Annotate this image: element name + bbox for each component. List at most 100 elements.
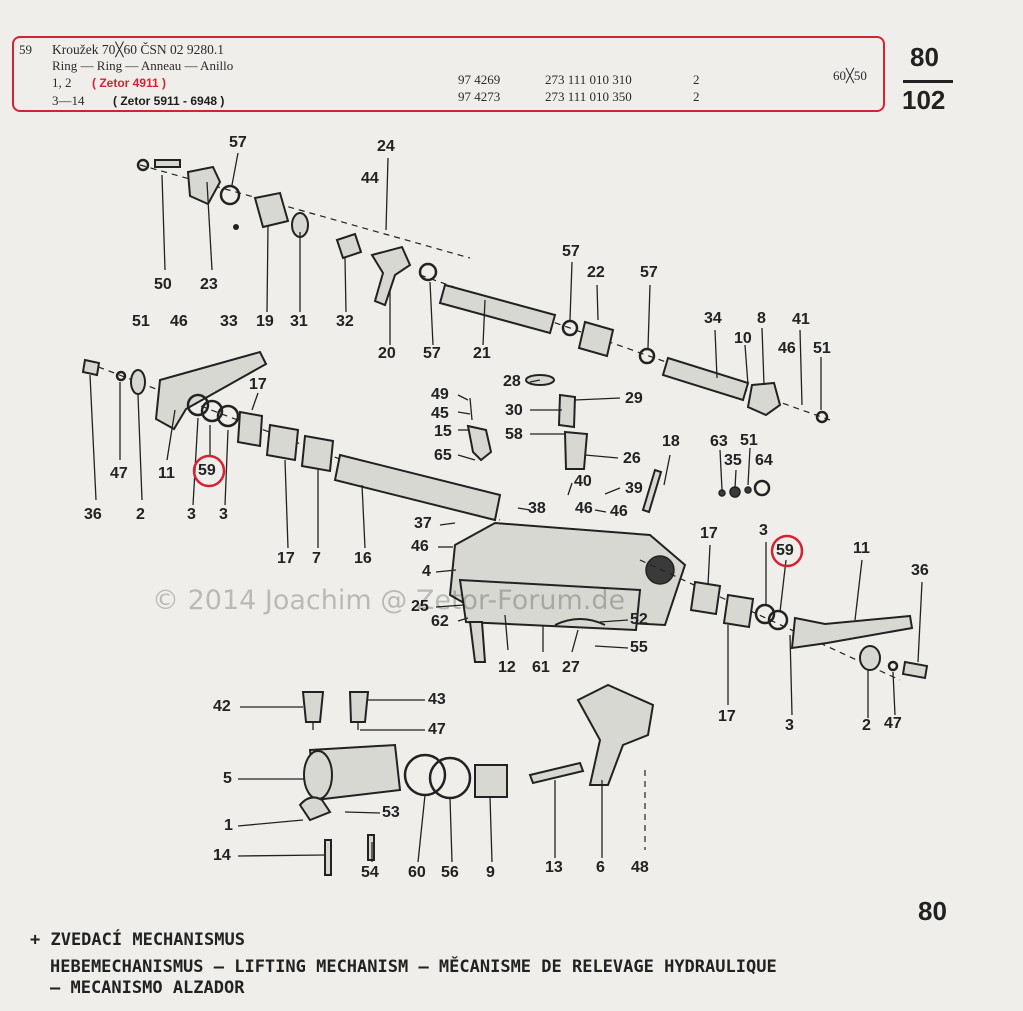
callout-51: 51 (813, 340, 831, 357)
callout-25: 25 (411, 598, 429, 615)
callout-17: 17 (249, 376, 267, 393)
callout-38: 38 (528, 500, 546, 517)
callout-39: 39 (625, 480, 643, 497)
lift-housing (448, 521, 687, 663)
fraction-numerator: 80 (910, 42, 939, 72)
footer-title-multilang: HEBEMECHANISMUS — LIFTING MECHANISM — MĚ… (50, 957, 777, 977)
callout-30: 30 (505, 402, 523, 419)
callout-2: 2 (136, 506, 145, 523)
callout-50: 50 (154, 276, 172, 293)
highlight-59-left (192, 454, 226, 488)
row1-quantity: 2 (693, 72, 700, 87)
callout-57: 57 (640, 264, 658, 281)
callout-46: 46 (170, 313, 188, 330)
callout-19: 19 (256, 313, 274, 330)
dimension: 60╳50 (833, 68, 867, 83)
callout-56: 56 (441, 864, 459, 881)
row2-model-tag: ( Zetor 5911 - 6948 ) (113, 94, 225, 108)
callout-46: 46 (778, 340, 796, 357)
callout-4: 4 (422, 563, 431, 580)
callout-57: 57 (562, 243, 580, 260)
callout-57: 57 (229, 134, 247, 151)
row1-part-number: 273 111 010 310 (545, 72, 632, 87)
row1-models: 1, 2 (52, 75, 72, 90)
callout-57: 57 (423, 345, 441, 362)
callout-17: 17 (718, 708, 736, 725)
callout-20: 20 (378, 345, 396, 362)
callout-47: 47 (884, 715, 902, 732)
fraction-bar (903, 80, 953, 83)
callout-3: 3 (785, 717, 794, 734)
callout-46: 46 (411, 538, 429, 555)
callout-62: 62 (431, 613, 449, 630)
page-number: 80 (918, 896, 947, 926)
callout-53: 53 (382, 804, 400, 821)
callout-7: 7 (312, 550, 321, 567)
callout-32: 32 (336, 313, 354, 330)
row1-code: 97 4269 (458, 72, 501, 87)
callout-58: 58 (505, 426, 523, 443)
callout-10: 10 (734, 330, 752, 347)
callout-64: 64 (755, 452, 773, 469)
callout-29: 29 (625, 390, 643, 407)
callout-6: 6 (596, 859, 605, 876)
callout-42: 42 (213, 698, 231, 715)
callout-11: 11 (853, 540, 870, 557)
fraction-denominator: 102 (902, 85, 946, 115)
leader-lines (89, 152, 923, 863)
callout-55: 55 (630, 639, 648, 656)
callout-8: 8 (757, 310, 766, 327)
part-title: Kroužek 70╳60 ČSN 02 9280.1 (52, 42, 224, 57)
callout-3: 3 (187, 506, 196, 523)
callout-27: 27 (562, 659, 580, 676)
callout-60: 60 (408, 864, 426, 881)
callout-5: 5 (223, 770, 232, 787)
callout-3: 3 (219, 506, 228, 523)
callout-9: 9 (486, 864, 495, 881)
callout-33: 33 (220, 313, 238, 330)
callout-43: 43 (428, 691, 446, 708)
callout-48: 48 (631, 859, 649, 876)
callout-14: 14 (213, 847, 231, 864)
part-info-box (12, 36, 885, 112)
callout-31: 31 (290, 313, 308, 330)
callout-36: 36 (84, 506, 102, 523)
part-names: Ring — Ring — Anneau — Anillo (52, 58, 234, 73)
callout-47: 47 (428, 721, 446, 738)
callout-52: 52 (630, 611, 648, 628)
item-number: 59 (19, 42, 32, 57)
callout-2: 2 (862, 717, 871, 734)
valve-parts (466, 374, 771, 514)
callout-35: 35 (724, 452, 742, 469)
callout-44: 44 (361, 170, 379, 187)
callout-22: 22 (587, 264, 605, 281)
callout-46: 46 (610, 503, 628, 520)
right-lift-arm (639, 559, 929, 681)
highlight-59-right (770, 534, 804, 568)
callout-65: 65 (434, 447, 452, 464)
upper-shaft (419, 274, 831, 424)
callout-24: 24 (377, 138, 395, 155)
callout-17: 17 (277, 550, 295, 567)
row2-quantity: 2 (693, 89, 700, 104)
row1-model-tag: ( Zetor 4911 ) (92, 76, 167, 90)
callout-46: 46 (575, 500, 593, 517)
callout-59: 59 (776, 542, 794, 559)
callout-45: 45 (431, 405, 449, 422)
callout-34: 34 (704, 310, 722, 327)
callout-18: 18 (662, 433, 680, 450)
callout-51: 51 (740, 432, 758, 449)
cylinder-assembly (298, 683, 655, 876)
callout-61: 61 (532, 659, 550, 676)
upper-left-parts (136, 158, 471, 307)
callout-17: 17 (700, 525, 718, 542)
callout-13: 13 (545, 859, 563, 876)
row2-part-number: 273 111 010 350 (545, 89, 632, 104)
callout-15: 15 (434, 423, 452, 440)
callout-63: 63 (710, 433, 728, 450)
copyright-watermark: © 2014 Joachim @ Zetor-Forum.de (152, 585, 626, 616)
callout-51: 51 (132, 313, 150, 330)
footer-title-spanish: — MECANISMO ALZADOR (50, 978, 245, 998)
callout-21: 21 (473, 345, 491, 362)
